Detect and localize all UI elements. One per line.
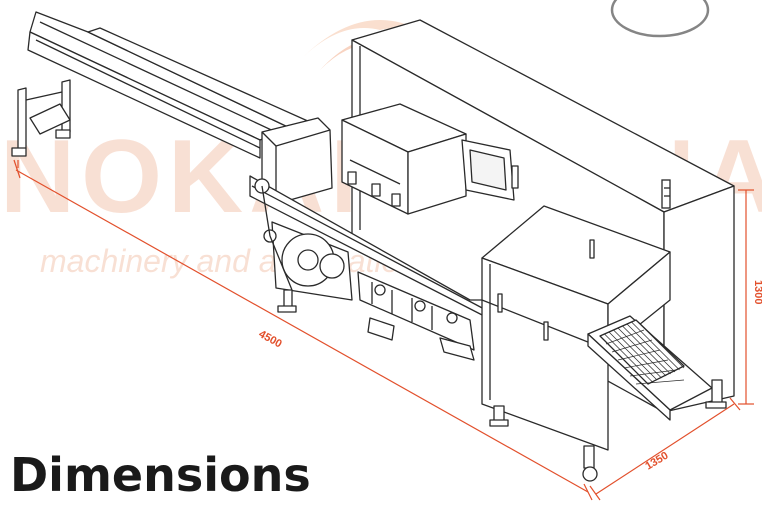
infeed-conveyor — [11, 11, 333, 205]
product-grid — [599, 319, 685, 385]
dimension-lines — [13, 159, 754, 501]
signal-light — [661, 179, 671, 209]
hmi-panel — [461, 139, 519, 201]
dimension-length-label: 4500 — [257, 328, 284, 350]
page-title: Dimensions — [10, 448, 311, 502]
length-dimension-line — [15, 169, 589, 493]
film-section — [249, 175, 489, 361]
outfeed-cabinet — [481, 205, 671, 482]
sealing-box — [341, 103, 467, 215]
dimension-height-label: 1300 — [752, 280, 762, 304]
width-dimension-line — [595, 403, 735, 495]
dimension-width-label: 1350 — [643, 450, 670, 473]
